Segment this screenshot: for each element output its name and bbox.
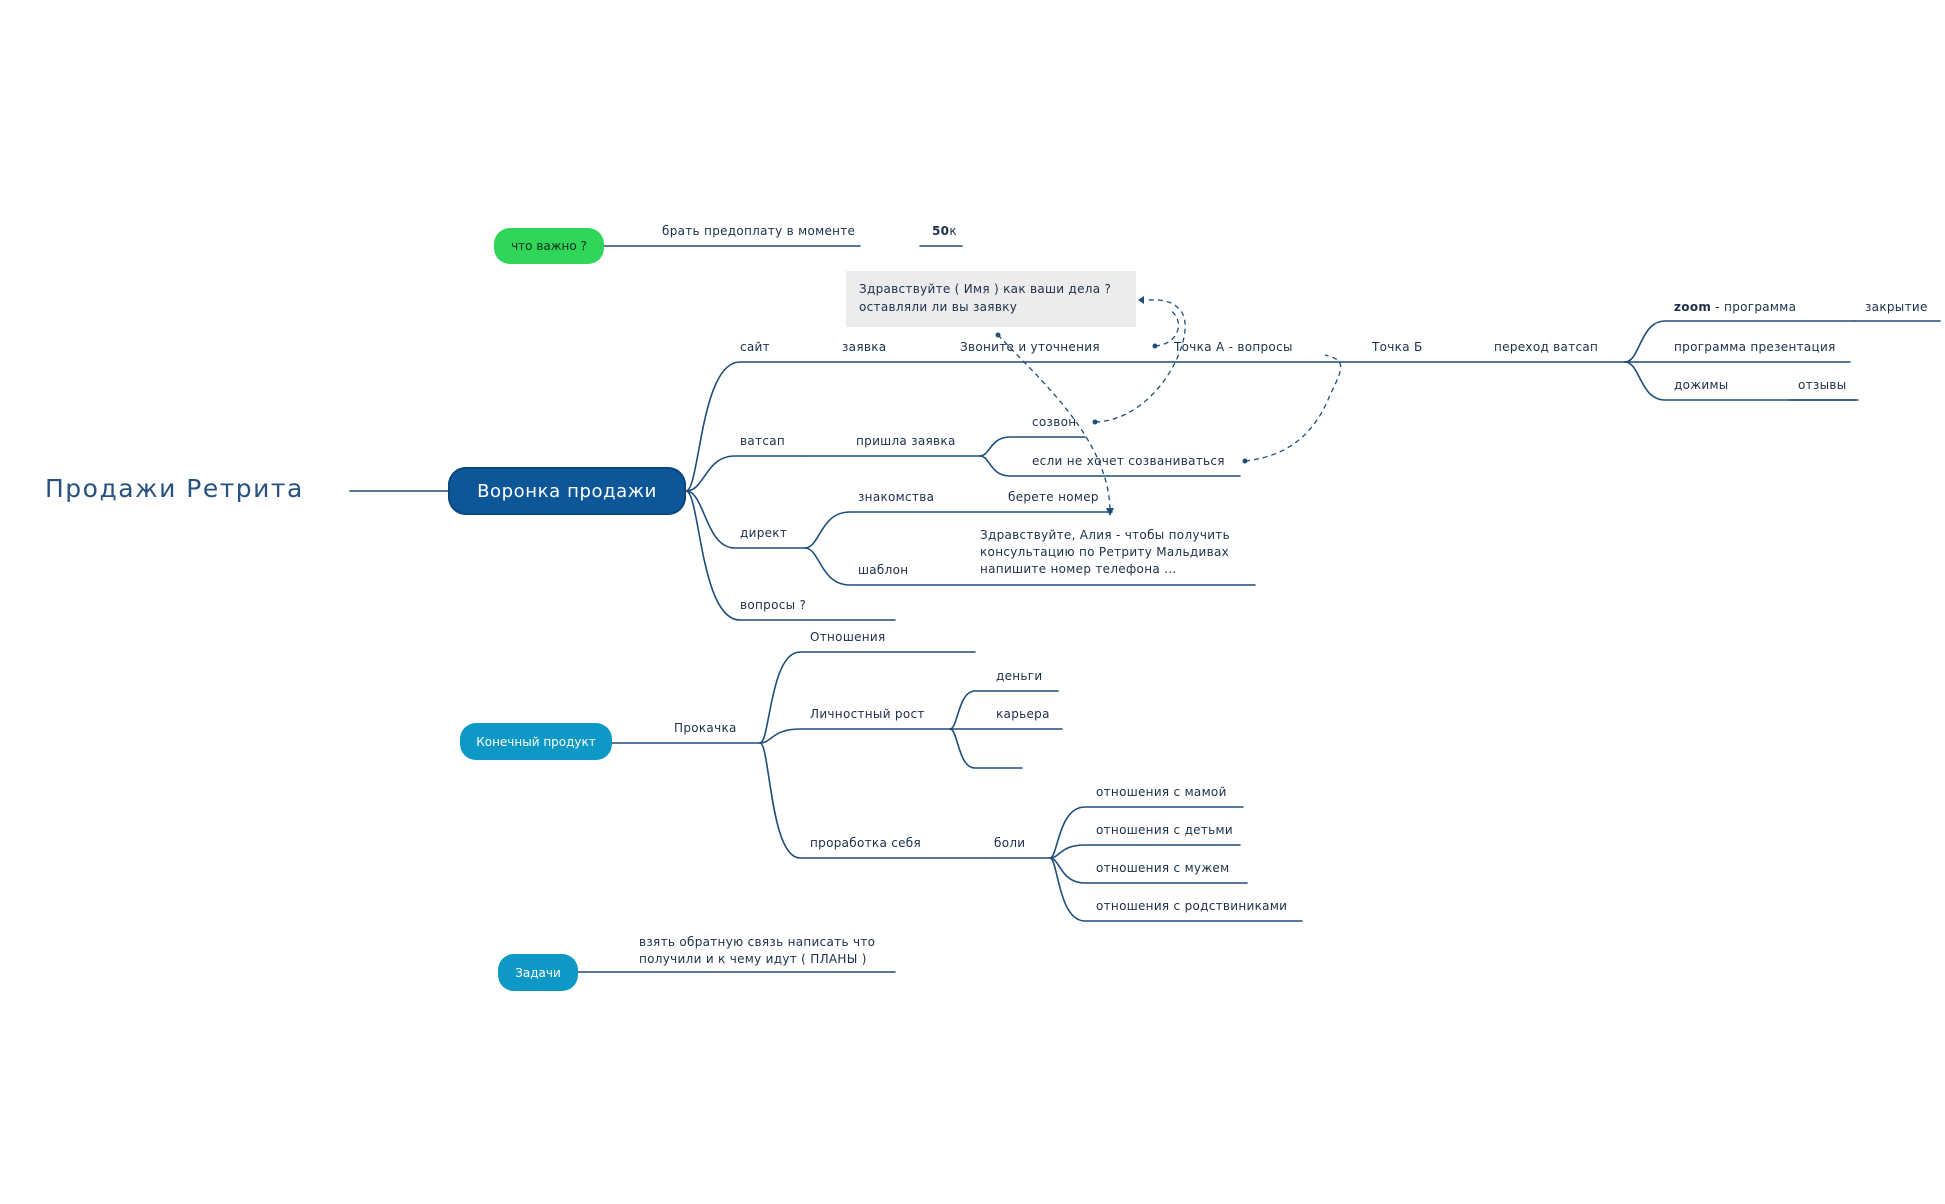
topic-request[interactable]: заявка bbox=[842, 340, 887, 354]
topic-template[interactable]: шаблон bbox=[858, 563, 909, 577]
node-final-product-label: Конечный продукт bbox=[476, 734, 596, 749]
topic-mother[interactable]: отношения с мамой bbox=[1096, 785, 1227, 799]
topic-pump[interactable]: Прокачка bbox=[674, 721, 737, 735]
topic-relatives[interactable]: отношения с родствиниками bbox=[1096, 899, 1288, 913]
node-final-product[interactable]: Конечный продукт bbox=[460, 723, 612, 760]
topic-career[interactable]: карьера bbox=[996, 707, 1050, 721]
topic-site[interactable]: сайт bbox=[740, 340, 770, 354]
topic-pains[interactable]: боли bbox=[994, 836, 1026, 850]
topic-prepayment[interactable]: брать предоплату в моменте bbox=[662, 224, 856, 238]
topic-point-a[interactable]: Точка А - вопросы bbox=[1174, 340, 1293, 354]
topic-presentation[interactable]: программа презентация bbox=[1674, 340, 1836, 354]
topic-follow-ups[interactable]: дожимы bbox=[1674, 378, 1729, 392]
topic-direct[interactable]: директ bbox=[740, 526, 788, 540]
topic-call-clarify[interactable]: Звоните и уточнения bbox=[960, 340, 1100, 354]
topic-relations[interactable]: Отношения bbox=[810, 630, 886, 644]
topic-growth[interactable]: Личностный рост bbox=[810, 707, 925, 721]
topic-closing[interactable]: закрытие bbox=[1865, 300, 1928, 314]
topic-no-call[interactable]: если не хочет созваниваться bbox=[1032, 454, 1225, 468]
note-line-1: Здравствуйте ( Имя ) как ваши дела ? bbox=[859, 282, 1112, 296]
topic-zoom[interactable]: zoom - программа bbox=[1674, 299, 1796, 316]
main-node-sales-funnel[interactable]: Воронка продажи bbox=[448, 467, 686, 515]
topic-feedback[interactable]: взять обратную связь написать что получи… bbox=[639, 935, 876, 966]
topic-questions[interactable]: вопросы ? bbox=[740, 598, 807, 612]
topic-point-b[interactable]: Точка Б bbox=[1372, 340, 1423, 354]
node-important[interactable]: что важно ? bbox=[494, 228, 604, 264]
topic-template-text[interactable]: Здравствуйте, Алия - чтобы получить конс… bbox=[980, 528, 1230, 576]
greeting-note[interactable]: Здравствуйте ( Имя ) как ваши дела ? ост… bbox=[846, 271, 1136, 327]
node-tasks-label: Задачи bbox=[515, 965, 561, 980]
topic-to-whatsapp[interactable]: переход ватсап bbox=[1494, 340, 1599, 354]
node-important-label: что важно ? bbox=[511, 239, 587, 253]
topic-self-work[interactable]: проработка себя bbox=[810, 836, 922, 850]
topic-husband[interactable]: отношения с мужем bbox=[1096, 861, 1230, 875]
topic-whatsapp[interactable]: ватсап bbox=[740, 434, 786, 448]
root-title[interactable]: Продажи Ретрита bbox=[45, 474, 304, 503]
amount-suffix: к bbox=[949, 224, 957, 238]
main-node-label: Воронка продажи bbox=[477, 480, 657, 502]
topic-money[interactable]: деньги bbox=[996, 669, 1043, 683]
note-line-2: оставляли ли вы заявку bbox=[859, 300, 1018, 314]
topic-call[interactable]: созвон bbox=[1032, 415, 1077, 429]
topic-acquaintance[interactable]: знакомства bbox=[858, 490, 935, 504]
topic-take-number[interactable]: берете номер bbox=[1008, 490, 1099, 504]
zoom-bold: zoom bbox=[1674, 300, 1712, 314]
topic-reviews[interactable]: отзывы bbox=[1798, 378, 1847, 392]
topic-children[interactable]: отношения с детьми bbox=[1096, 823, 1233, 837]
node-tasks[interactable]: Задачи bbox=[498, 954, 578, 991]
topic-got-request[interactable]: пришла заявка bbox=[856, 434, 956, 448]
zoom-rest: - программа bbox=[1711, 300, 1797, 314]
amount-bold: 50 bbox=[932, 224, 950, 238]
topic-amount[interactable]: 50к bbox=[932, 223, 957, 240]
